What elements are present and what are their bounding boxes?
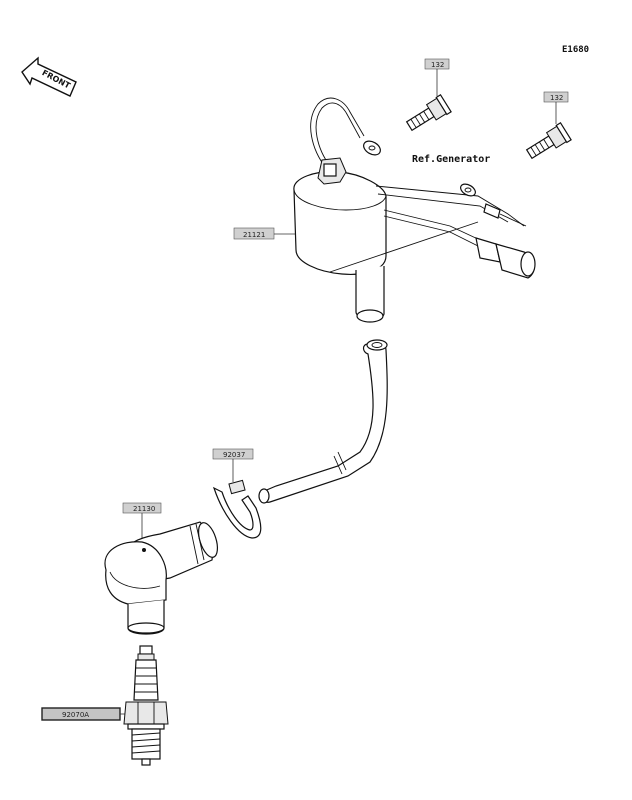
plug-cap-label: 21130 bbox=[133, 505, 155, 513]
diagram-code: E1680 bbox=[562, 45, 589, 55]
spark-plug[interactable]: 92070A bbox=[41, 645, 169, 766]
plug-cap[interactable]: 21130 bbox=[104, 502, 221, 635]
front-arrow-icon: FRONT bbox=[21, 56, 77, 97]
ref-generator-label: Ref.Generator bbox=[412, 154, 490, 165]
ignition-coil[interactable]: 21121 bbox=[233, 97, 536, 323]
bolt-a[interactable]: 132 bbox=[404, 58, 452, 135]
ignition-coil-label: 21121 bbox=[243, 231, 265, 239]
clamp-label: 92037 bbox=[223, 451, 245, 459]
bolt-a-label: 132 bbox=[431, 61, 444, 69]
clamp[interactable]: 92037 bbox=[212, 448, 262, 539]
high-tension-lead[interactable] bbox=[258, 339, 388, 504]
bolt-b-label: 132 bbox=[550, 94, 563, 102]
bolt-b[interactable]: 132 bbox=[524, 91, 572, 163]
spark-plug-label: 92070A bbox=[62, 711, 89, 719]
ignition-coil-label-box bbox=[233, 227, 275, 240]
